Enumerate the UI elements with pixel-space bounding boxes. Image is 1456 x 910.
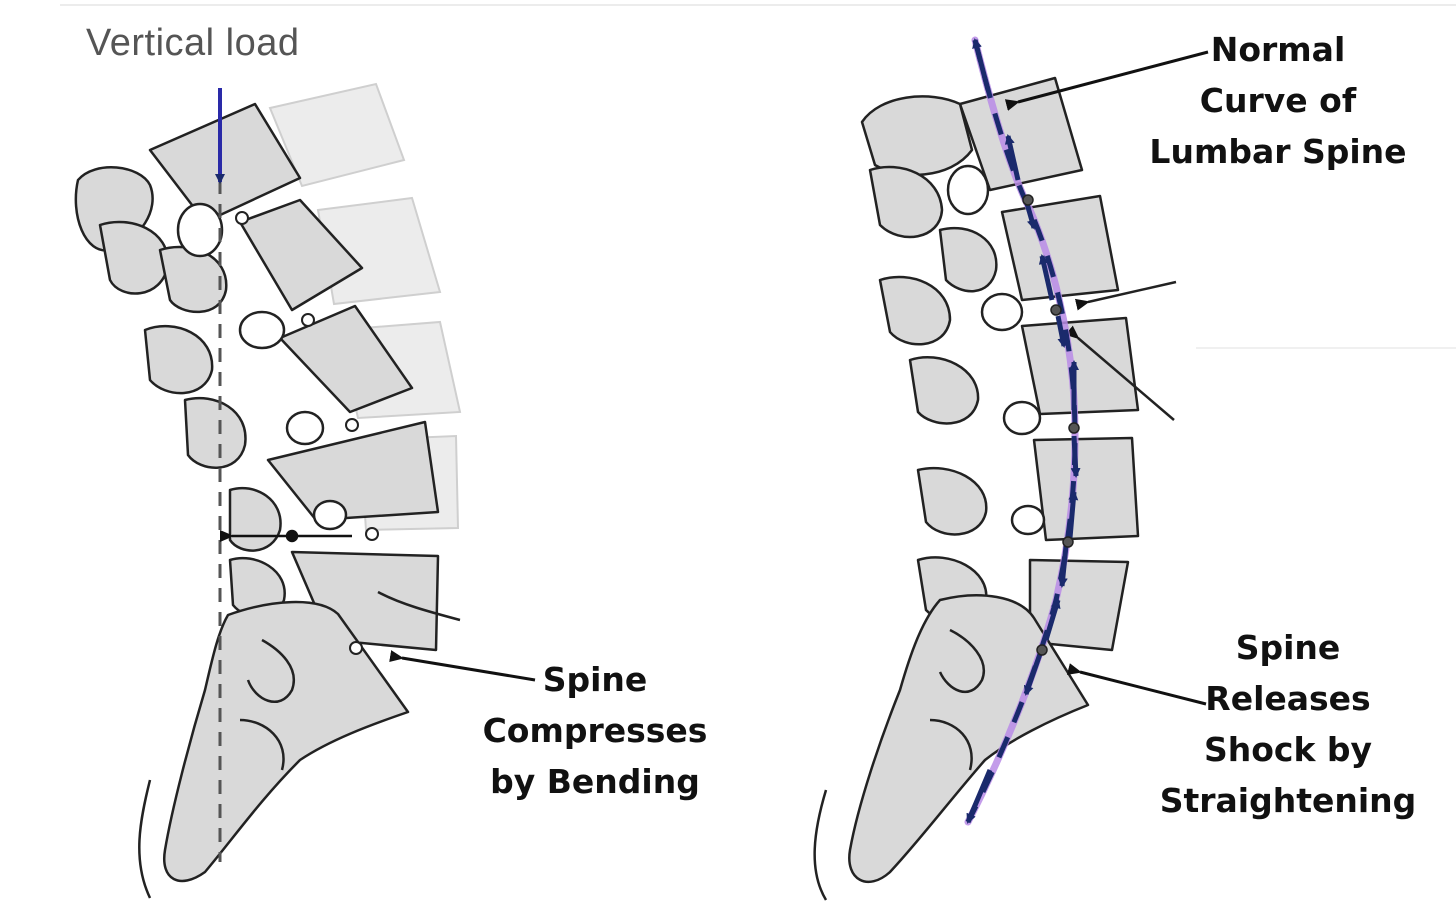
bottom-caption-pointer: [1066, 663, 1207, 706]
vertical-load-title: Vertical load: [86, 22, 300, 64]
sacrum-right: [813, 594, 1090, 901]
right-bottom-caption-line: Shock by: [1203, 730, 1373, 769]
right-top-caption-line: Normal: [1210, 30, 1346, 69]
left-caption-line: by Bending: [490, 762, 700, 801]
foramina-right: [946, 164, 1046, 536]
left-spine-illustration: [74, 82, 536, 899]
left-caption-line: Compresses: [482, 711, 708, 750]
curve-arrows: [965, 38, 1081, 824]
compression-arrows: [220, 529, 352, 543]
sacrum: [138, 590, 461, 899]
right-top-caption-line: Curve of: [1199, 81, 1357, 120]
left-caption-line: Spine: [542, 660, 648, 699]
right-bottom-caption-line: Releases: [1205, 679, 1371, 718]
right-top-caption-line: Lumbar Spine: [1149, 132, 1407, 171]
vertebral-bodies-right: [958, 76, 1140, 652]
right-bottom-caption: Spine Releases Shock by Straightening: [1150, 622, 1426, 826]
right-bottom-caption-line: Straightening: [1159, 781, 1417, 820]
disc-markers: [235, 211, 379, 655]
right-bottom-caption-line: Spine: [1235, 628, 1341, 667]
curve-nodes: [1022, 194, 1080, 656]
foramina: [176, 202, 348, 531]
left-caption-pointer: [389, 650, 536, 682]
right-edge-pointers: [1064, 280, 1177, 421]
posterior-elements-right: [860, 95, 998, 623]
left-caption: Spine Compresses by Bending: [470, 654, 720, 807]
right-spine-illustration: [813, 36, 1456, 901]
top-caption-pointer: [1004, 50, 1209, 111]
right-top-caption: Normal Curve of Lumbar Spine: [1138, 24, 1418, 177]
